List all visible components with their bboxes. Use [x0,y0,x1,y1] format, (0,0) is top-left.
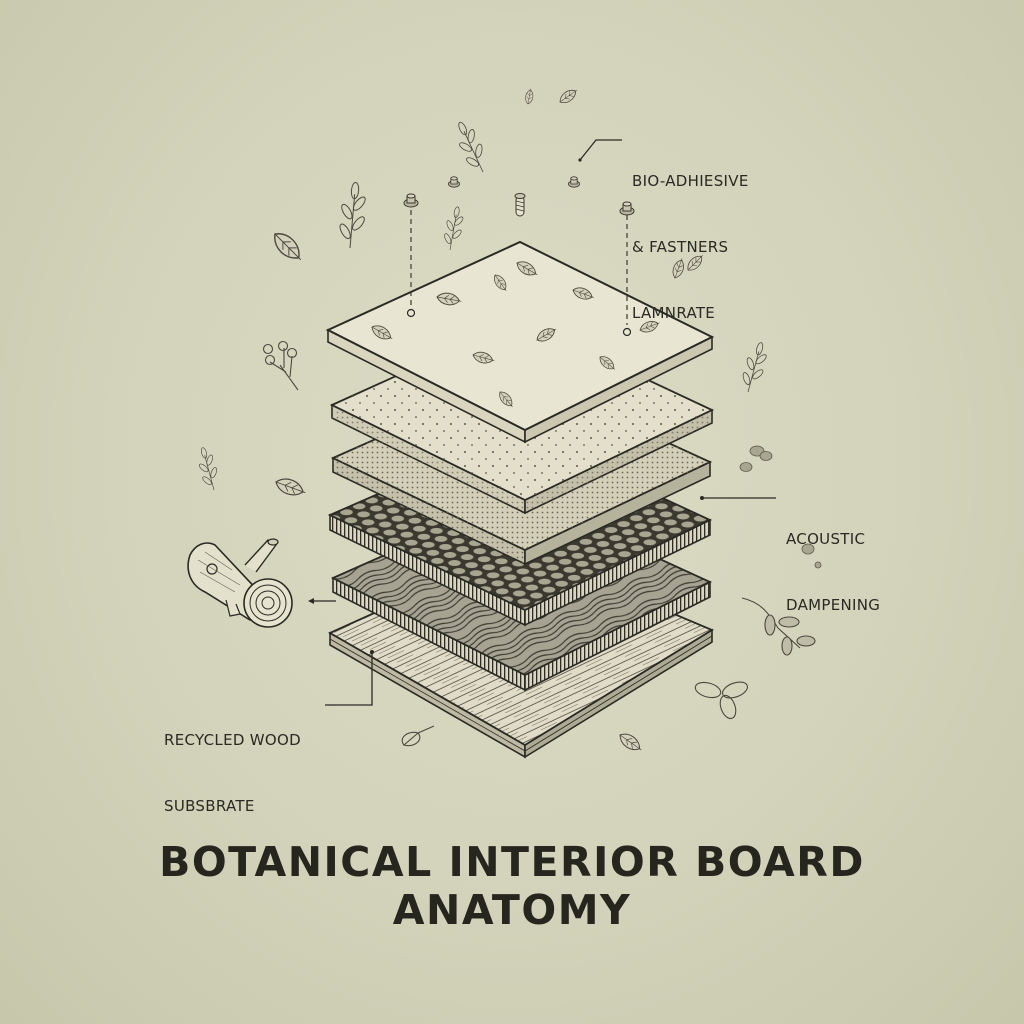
decorations [193,85,822,756]
callout-acoustic-line-1: ACOUSTIC [786,530,866,548]
fastener-icon [403,193,419,208]
sprig-icon [335,180,371,250]
callout-lines [308,139,776,706]
sprig-icon [193,444,224,493]
fastener-icon [568,176,580,188]
layer-botanical-laminate [325,240,715,444]
leaf-icon [272,474,309,501]
callout-acoustic-dampening: ACOUSTIC DAMPENING [786,484,880,638]
sprig-icon [448,117,494,178]
leaf-icon [524,87,535,105]
fasteners [403,176,635,325]
callout-recycled-wood: RECYCLED WOOD SUBSBRATE [164,685,301,839]
leaf-icon [616,729,646,756]
seed-pod-icon [401,725,435,747]
leaf-icon [556,85,581,107]
branch-icon [741,597,816,656]
sprig-icon [440,204,468,252]
fastener-icon [447,176,461,188]
diagram-title-line-2: ANATOMY [392,886,632,934]
callout-recycled-line-1: RECYCLED WOOD [164,731,301,749]
leaf-icon [268,227,308,267]
callout-bio-adhesive-line-3: LAMNRATE [632,304,716,322]
callout-bio-adhesive-line-2: & FASTNERS [632,238,729,256]
callout-recycled-line-2: SUBSBRATE [164,797,255,815]
screw-icon [514,193,526,217]
callout-acoustic-line-2: DAMPENING [786,596,881,614]
berry-sprig-icon [262,340,299,391]
seed-icon [739,445,822,569]
diagram-title-line-1: BOTANICAL INTERIOR BOARD [159,838,865,886]
sprig-icon [737,339,773,396]
log-icon [187,538,293,628]
callout-bio-adhesive-line-1: BIO-ADHIESIVE [632,172,749,190]
clover-icon [694,681,748,720]
callout-bio-adhesive: BIO-ADHIESIVE & FASTNERS LAMNRATE [632,126,749,346]
